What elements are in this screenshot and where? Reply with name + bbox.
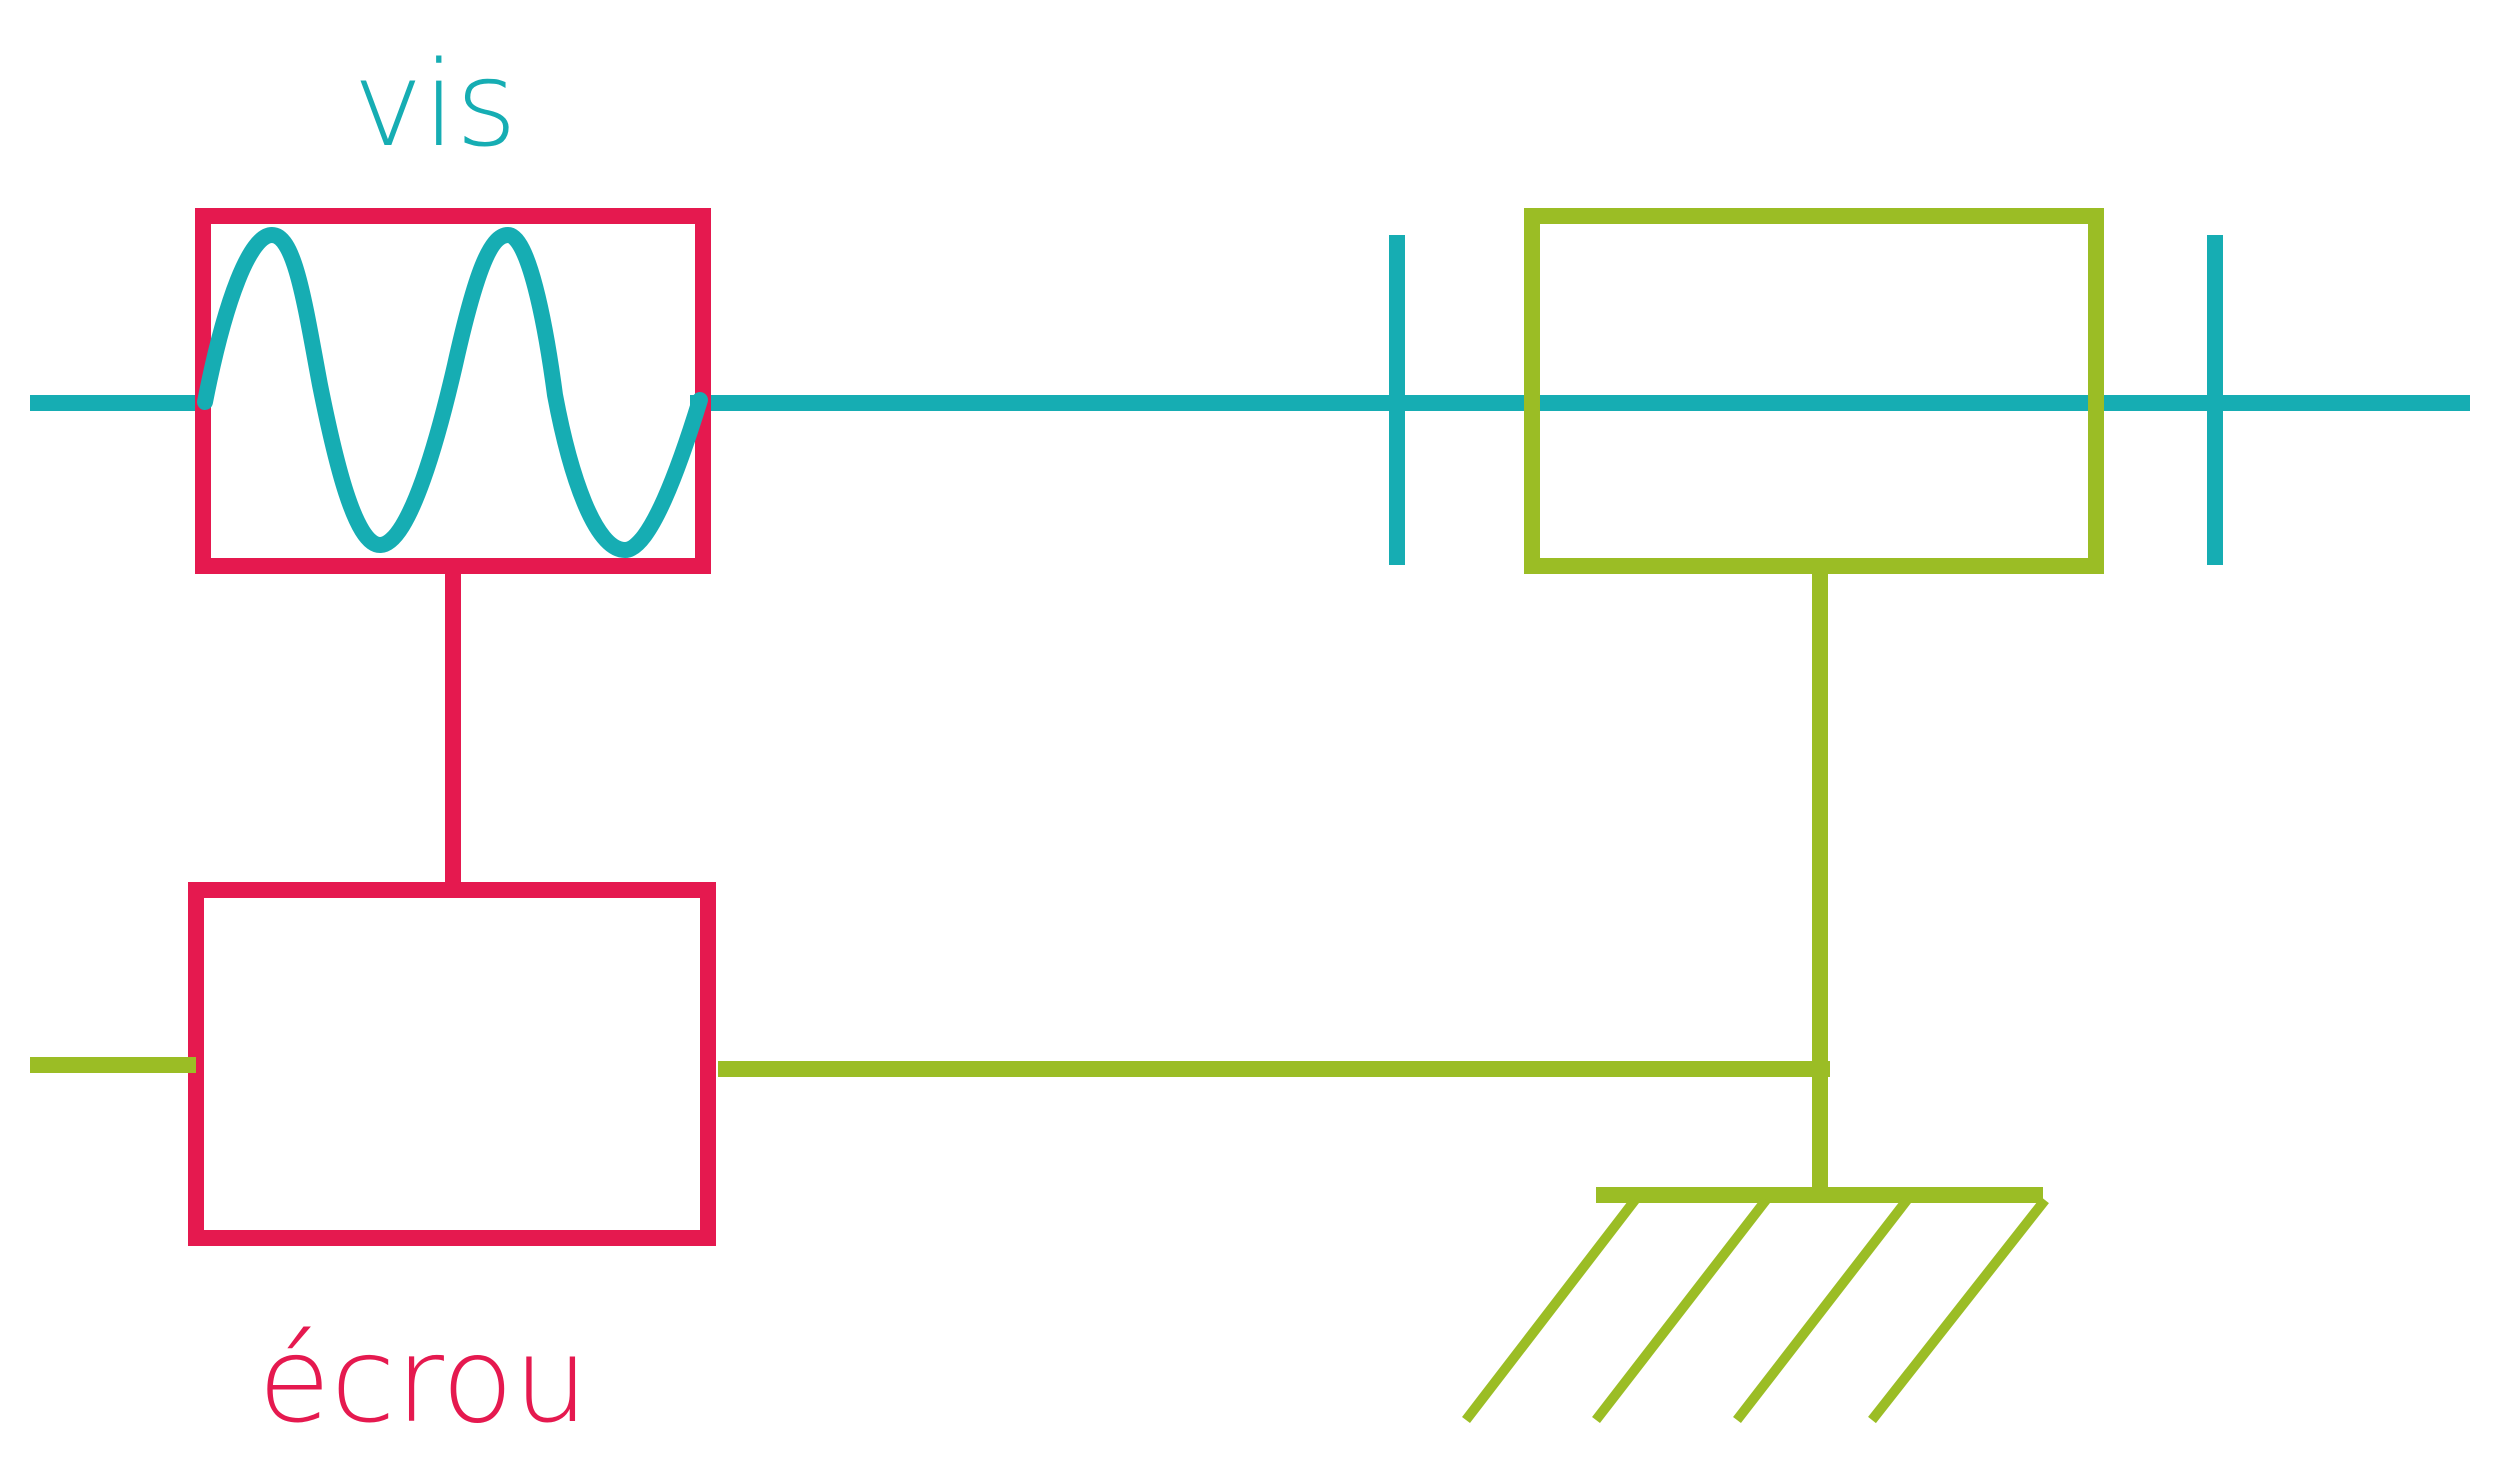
pivot-joint-box [1524, 208, 2104, 574]
ground-symbol [1462, 1187, 2049, 1424]
nut-label: écrou [258, 1311, 588, 1449]
screw-label: vis [353, 35, 517, 173]
ground-hatch-4 [1868, 1196, 2049, 1424]
nut-body-box [188, 882, 716, 1246]
frame-group [30, 208, 2104, 1195]
ground-hatch-1 [1462, 1196, 1639, 1424]
ground-hatch-2 [1592, 1196, 1770, 1424]
ground-hatch-3 [1733, 1196, 1911, 1424]
screw-thread [197, 227, 708, 558]
screw-shaft-group [30, 235, 2470, 565]
